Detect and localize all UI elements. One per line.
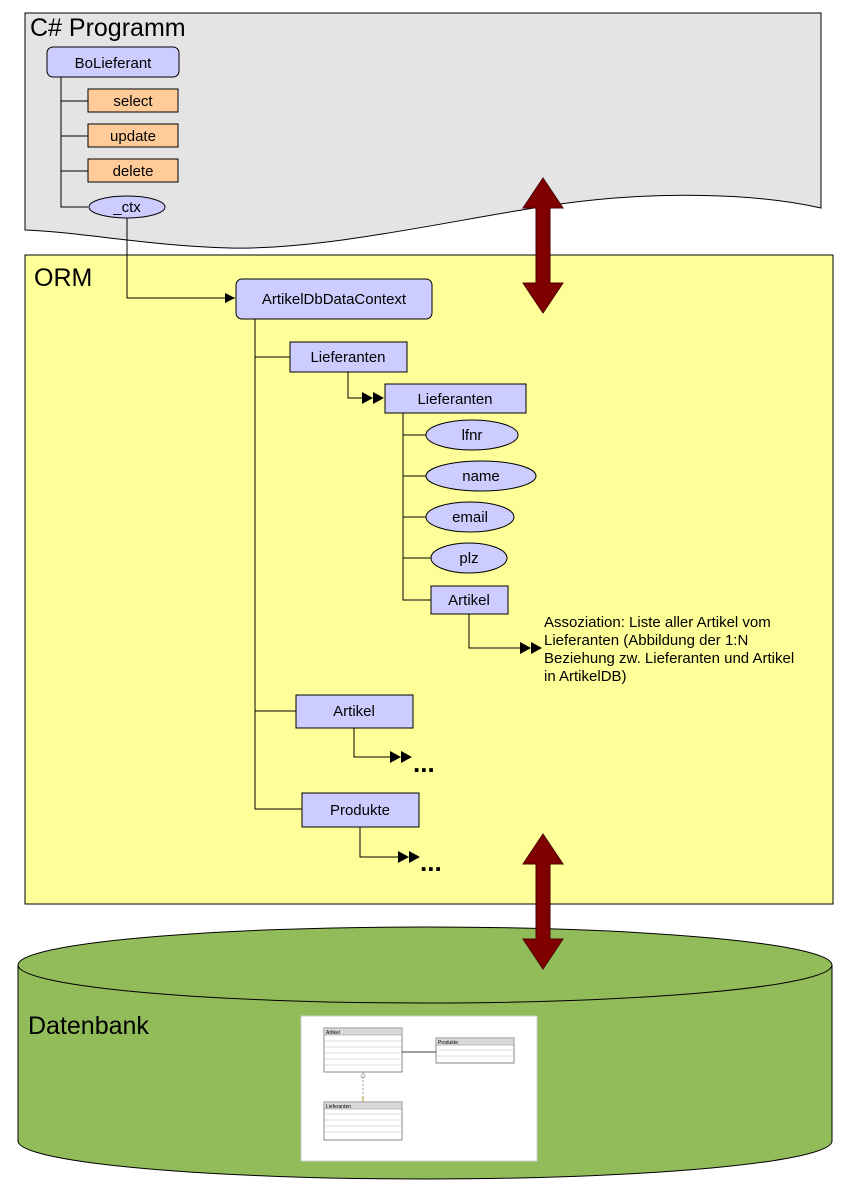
program-tree-lines xyxy=(60,77,88,208)
method-select-label: select xyxy=(113,93,153,110)
lieferanten-entity-label: Lieferanten xyxy=(417,391,492,408)
double-arrowheads xyxy=(362,392,542,863)
method-update-label: update xyxy=(110,128,156,145)
produkte-table-label: Produkte xyxy=(330,802,390,819)
method-delete-label: delete xyxy=(113,163,154,180)
orm-tree-lines xyxy=(254,319,431,810)
lieferanten-table-box xyxy=(289,341,408,373)
schema-thumbnail: Artikel Produkte Lieferanten × xyxy=(300,1015,538,1162)
bolieferant-box xyxy=(46,46,180,78)
svg-text:Produkte: Produkte xyxy=(438,1040,458,1046)
method-delete-box xyxy=(87,158,179,183)
attr-name-label: name xyxy=(462,468,500,485)
method-select-box xyxy=(87,88,179,113)
attr-name-ellipse xyxy=(425,460,537,492)
svg-text:Assoziation: Liste aller Artik: Assoziation: Liste aller Artikel vom xyxy=(544,614,771,631)
svg-text:Beziehung zw. Lieferanten und: Beziehung zw. Lieferanten und Artikel xyxy=(544,650,794,667)
association-note: Assoziation: Liste aller Artikel vom Lie… xyxy=(544,614,794,685)
lieferanten-table-label: Lieferanten xyxy=(310,349,385,366)
produkte-table-box xyxy=(301,792,420,828)
svg-text:×: × xyxy=(361,1097,365,1103)
lieferanten-entity-box xyxy=(384,383,527,414)
orm-database-double-arrow xyxy=(522,833,564,970)
produkte-ellipsis: ... xyxy=(420,847,442,877)
association-artikel-box xyxy=(430,585,509,615)
ctx-field-label: _ctx xyxy=(112,199,141,216)
artikel-table-box xyxy=(295,694,414,729)
artikel-ellipsis: ... xyxy=(413,748,435,778)
method-update-box xyxy=(87,123,179,148)
orm-region xyxy=(24,254,834,905)
attr-email-label: email xyxy=(452,509,488,526)
artikel-table-label: Artikel xyxy=(333,703,375,720)
ctx-to-context-connector xyxy=(126,218,235,303)
database-title: Datenbank xyxy=(28,1012,149,1040)
orm-title: ORM xyxy=(34,264,92,292)
context-label: ArtikelDbDataContext xyxy=(262,291,407,308)
svg-text:Lieferanten: Lieferanten xyxy=(326,1104,351,1110)
double-arrow-connectors xyxy=(347,372,520,858)
attr-lfnr-label: lfnr xyxy=(462,427,483,444)
attr-plz-ellipse xyxy=(430,542,508,574)
program-title: C# Programm xyxy=(30,14,186,42)
svg-text:in ArtikelDB): in ArtikelDB) xyxy=(544,668,627,685)
bolieferant-label: BoLieferant xyxy=(75,55,153,72)
program-orm-double-arrow xyxy=(522,177,564,314)
attr-plz-label: plz xyxy=(459,550,478,567)
context-box xyxy=(235,278,433,320)
database-cylinder-top xyxy=(17,926,833,1004)
association-artikel-label: Artikel xyxy=(448,592,490,609)
svg-text:Artikel: Artikel xyxy=(326,1030,340,1036)
program-region xyxy=(24,12,822,249)
attr-lfnr-ellipse xyxy=(425,419,519,451)
attr-email-ellipse xyxy=(425,501,515,533)
svg-text:Lieferanten (Abbildung der 1:N: Lieferanten (Abbildung der 1:N xyxy=(544,632,748,649)
